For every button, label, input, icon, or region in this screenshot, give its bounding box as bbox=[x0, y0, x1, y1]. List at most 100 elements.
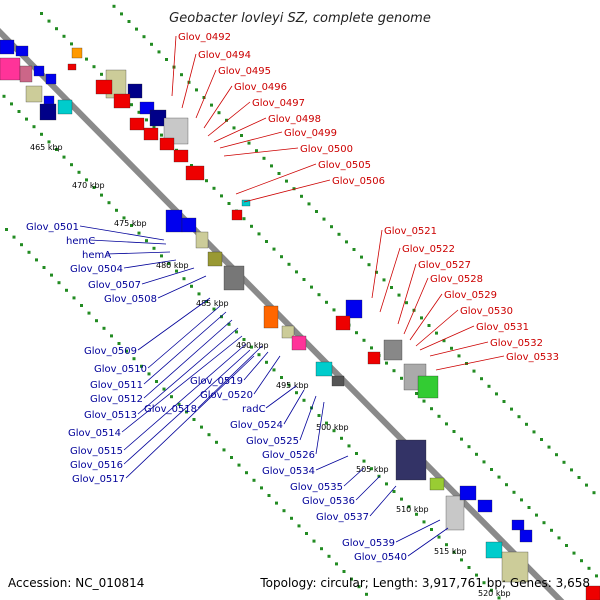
gc-dot bbox=[267, 494, 271, 497]
gc-dot bbox=[587, 566, 591, 570]
reverse-gene-label: Glov_0540 bbox=[354, 552, 407, 563]
reverse-gene-label: Glov_0508 bbox=[104, 294, 157, 305]
gc-dot bbox=[362, 459, 366, 463]
leader-line bbox=[265, 385, 297, 409]
gc-dot bbox=[62, 155, 66, 159]
gc-dot bbox=[162, 387, 166, 391]
gc-dot bbox=[135, 27, 138, 31]
gc-dot bbox=[510, 407, 513, 411]
gc-dot bbox=[100, 193, 103, 197]
gc-dot bbox=[480, 377, 483, 381]
tick-label: 475 kbp bbox=[114, 219, 147, 228]
gc-dot bbox=[325, 421, 328, 425]
forward-gene-label: Glov_0492 bbox=[178, 32, 231, 43]
gc-dot bbox=[25, 117, 28, 121]
gc-dot bbox=[110, 334, 113, 338]
gc-dot bbox=[365, 592, 368, 596]
forward-gene-label: Glov_0500 bbox=[300, 144, 353, 155]
gc-dot bbox=[367, 263, 371, 267]
gc-dot bbox=[150, 42, 153, 46]
gc-dot bbox=[205, 179, 208, 183]
gc-dot bbox=[245, 471, 248, 475]
gene-block bbox=[383, 339, 403, 361]
forward-gene-label: Glov_0496 bbox=[234, 82, 287, 93]
gc-dot bbox=[312, 539, 316, 543]
gc-dot bbox=[47, 140, 51, 144]
gc-dot bbox=[220, 315, 223, 319]
gene-block bbox=[127, 83, 143, 99]
gc-dot bbox=[72, 296, 76, 300]
forward-gene-label: Glov_0521 bbox=[384, 226, 437, 237]
gc-dot bbox=[170, 395, 173, 399]
forward-gene-label: Glov_0505 bbox=[318, 160, 371, 171]
gc-dot bbox=[450, 346, 453, 350]
gc-dot bbox=[227, 202, 231, 205]
leader-line bbox=[137, 297, 211, 351]
gc-dot bbox=[77, 170, 81, 174]
leader-line bbox=[213, 117, 267, 143]
gene-block bbox=[315, 361, 333, 377]
gc-dot bbox=[280, 376, 283, 379]
gc-dot bbox=[215, 440, 218, 444]
gc-dot bbox=[370, 467, 373, 471]
leader-line bbox=[253, 355, 281, 395]
gc-dot bbox=[332, 429, 336, 433]
gene-block bbox=[15, 45, 29, 57]
reverse-gene-label: Glov_0537 bbox=[316, 512, 369, 523]
gc-dot bbox=[295, 391, 298, 395]
gc-dot bbox=[182, 277, 186, 281]
gc-dot bbox=[377, 474, 381, 478]
gc-dot bbox=[102, 326, 106, 330]
gc-dot bbox=[302, 398, 306, 402]
gc-dot bbox=[325, 300, 328, 304]
leader-line bbox=[223, 147, 299, 157]
gc-dot bbox=[375, 270, 378, 274]
gc-dot bbox=[255, 149, 258, 153]
gc-dot bbox=[10, 102, 13, 106]
gc-dot bbox=[202, 96, 206, 99]
gene-block bbox=[263, 305, 279, 329]
gc-dot bbox=[437, 414, 441, 418]
reverse-gene-label: Glov_0504 bbox=[70, 264, 123, 275]
leader-line bbox=[123, 343, 247, 451]
gc-dot bbox=[562, 460, 566, 464]
gc-dot bbox=[382, 278, 386, 282]
gene-block bbox=[185, 165, 205, 181]
gc-dot bbox=[207, 433, 211, 437]
reverse-gene-label: Glov_0509 bbox=[84, 346, 137, 357]
gc-dot bbox=[300, 194, 303, 198]
gc-dot bbox=[145, 239, 148, 243]
gc-dot bbox=[392, 490, 396, 493]
gene-block bbox=[429, 477, 445, 491]
gc-dot bbox=[160, 254, 163, 258]
gene-block bbox=[45, 73, 57, 85]
gc-dot bbox=[535, 513, 538, 517]
gc-dot bbox=[42, 266, 46, 269]
gc-dot bbox=[250, 345, 253, 349]
forward-gene-label: Glov_0530 bbox=[460, 306, 513, 317]
gc-dot bbox=[482, 581, 486, 585]
gc-dot bbox=[57, 281, 61, 285]
leader-line bbox=[369, 485, 397, 517]
forward-gene-label: Glov_0533 bbox=[506, 352, 559, 363]
leader-line bbox=[105, 251, 171, 255]
gc-dot bbox=[595, 574, 598, 578]
gc-dot bbox=[427, 324, 431, 327]
leader-line bbox=[125, 355, 255, 479]
gc-dot bbox=[275, 501, 278, 505]
gc-dot bbox=[415, 392, 418, 395]
gene-block bbox=[0, 39, 15, 55]
gc-dot bbox=[160, 133, 163, 137]
reverse-gene-label: Glov_0520 bbox=[200, 390, 253, 401]
tick-label: 505 kbp bbox=[356, 465, 389, 474]
leader-line bbox=[371, 229, 383, 299]
tick-label: 465 kbp bbox=[30, 143, 63, 152]
forward-gene-label: Glov_0527 bbox=[418, 260, 471, 271]
gc-dot bbox=[457, 354, 461, 358]
gc-dot bbox=[385, 361, 388, 365]
gc-dot bbox=[205, 300, 208, 303]
gc-dot bbox=[87, 311, 91, 315]
leader-line bbox=[121, 335, 243, 433]
leader-line bbox=[181, 53, 197, 109]
gc-dot bbox=[420, 316, 423, 320]
